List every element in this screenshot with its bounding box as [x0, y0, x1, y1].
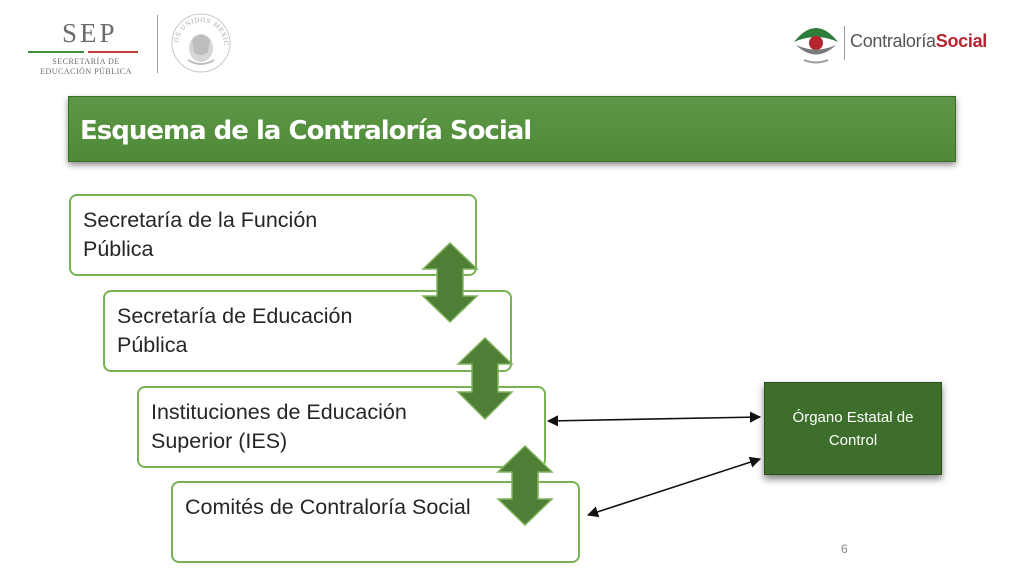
- sep-logo-word: SEP: [62, 18, 118, 48]
- mexican-seal-icon: ESTADOS UNIDOS MEXICANOS: [170, 12, 231, 73]
- sep-logo-red-bar: [88, 51, 138, 53]
- contraloria-logo-text: ContraloríaSocial: [850, 31, 987, 52]
- double-arrow-icon: [496, 444, 554, 527]
- node-label: Secretaría de Educación Pública: [117, 304, 353, 357]
- node-educacion-publica: Secretaría de Educación Pública: [103, 290, 512, 372]
- logo-divider: [157, 15, 158, 73]
- title-banner: [68, 96, 956, 162]
- node-organo-estatal: Órgano Estatal de Control: [764, 382, 942, 475]
- connector-ies-organo: [546, 411, 762, 427]
- node-label: Instituciones de Educación Superior (IES…: [151, 400, 407, 453]
- double-arrow-icon: [421, 241, 479, 324]
- contraloria-eye-icon: [794, 28, 838, 64]
- contraloria-logo-regular: Contraloría: [850, 31, 936, 51]
- node-funcion-publica: Secretaría de la Función Pública: [69, 194, 477, 276]
- organo-label: Órgano Estatal de Control: [792, 408, 914, 449]
- page-title: Esquema de la Contraloría Social: [80, 116, 532, 146]
- contraloria-logo-divider: [844, 26, 845, 60]
- sep-logo-subtitle: SECRETARÍA DE EDUCACIÓN PÚBLICA: [40, 57, 132, 77]
- sep-logo-green-bar: [28, 51, 84, 53]
- double-arrow-icon: [456, 336, 514, 421]
- page-number: 6: [841, 542, 848, 556]
- node-label: Secretaría de la Función Pública: [83, 208, 318, 261]
- contraloria-logo-bold: Social: [935, 31, 988, 51]
- node-comites: Comités de Contraloría Social: [171, 481, 580, 563]
- node-label: Comités de Contraloría Social: [185, 495, 471, 519]
- sep-logo-line1: SECRETARÍA DE: [52, 57, 120, 66]
- connector-comites-organo: [586, 456, 762, 518]
- sep-logo-line2: EDUCACIÓN PÚBLICA: [40, 67, 132, 76]
